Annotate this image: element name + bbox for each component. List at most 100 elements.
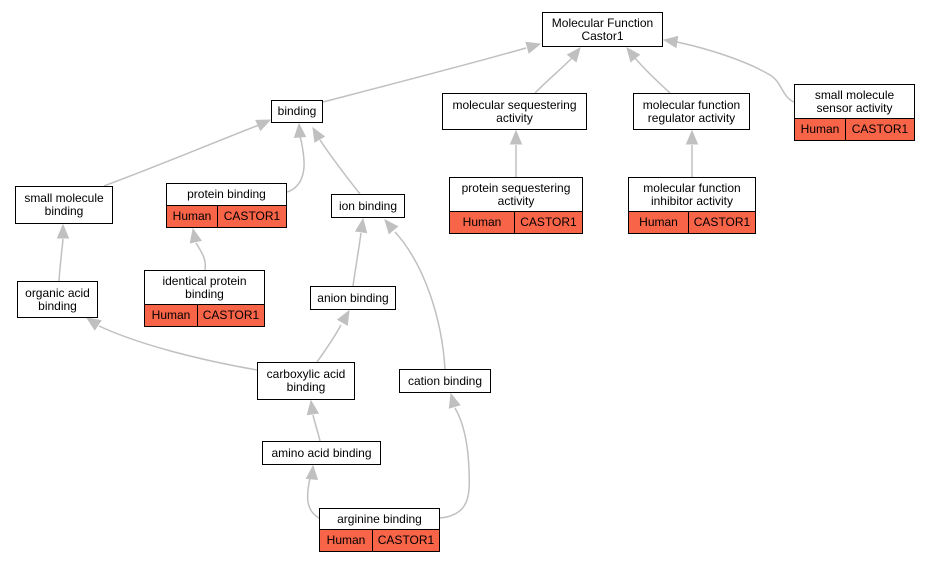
node-label: anion binding bbox=[317, 290, 389, 305]
node-label: identical protein binding bbox=[145, 271, 264, 305]
node-molecular-function-inhibitor-activity[interactable]: molecular function inhibitor activity Hu… bbox=[628, 177, 756, 234]
annotation-row: Human CASTOR1 bbox=[320, 530, 439, 551]
node-small-molecule-binding[interactable]: small molecule binding bbox=[15, 186, 113, 224]
edge-arginine-binding-to-cation-binding bbox=[439, 392, 471, 519]
arrowhead-icon bbox=[384, 219, 399, 235]
edge-cation-binding-to-ion-binding bbox=[384, 219, 446, 370]
edge-organic-acid-binding-to-small-molecule-binding bbox=[56, 223, 70, 282]
arrowhead-icon bbox=[626, 46, 641, 63]
arrowhead-icon bbox=[354, 217, 368, 234]
node-molecular-function[interactable]: Molecular Function Castor1 bbox=[542, 12, 663, 47]
node-label: arginine binding bbox=[320, 509, 439, 530]
edge-line bbox=[316, 324, 342, 363]
edge-carboxylic-acid-binding-to-organic-acid-binding bbox=[85, 317, 258, 371]
arrowhead-icon bbox=[56, 223, 70, 239]
edge-line bbox=[98, 325, 258, 371]
node-amino-acid-binding[interactable]: amino acid binding bbox=[262, 441, 381, 465]
species-cell: Human bbox=[450, 212, 515, 233]
node-molecular-sequestering-activity[interactable]: molecular sequestering activity bbox=[442, 93, 587, 130]
edge-protein-sequestering-activity-to-molecular-sequestering-activity bbox=[509, 129, 523, 177]
edge-amino-acid-binding-to-carboxylic-acid-binding bbox=[306, 399, 321, 442]
edge-arginine-binding-to-amino-acid-binding bbox=[305, 464, 320, 519]
species-cell: Human bbox=[145, 305, 198, 326]
edge-carboxylic-acid-binding-to-anion-binding bbox=[316, 309, 350, 363]
edge-line bbox=[676, 41, 795, 103]
edge-line bbox=[352, 232, 362, 287]
node-binding[interactable]: binding bbox=[271, 100, 323, 123]
edge-protein-binding-to-binding bbox=[286, 122, 307, 193]
node-label: ion binding bbox=[338, 198, 398, 213]
species-cell: Human bbox=[629, 212, 689, 233]
edge-molecular-sequestering-activity-to-molecular-function bbox=[534, 46, 581, 94]
arrowhead-icon bbox=[525, 41, 542, 54]
edge-line bbox=[286, 136, 305, 193]
node-label: molecular function inhibitor activity bbox=[629, 178, 755, 212]
node-label: protein sequestering activity bbox=[450, 178, 582, 212]
arrowhead-icon bbox=[293, 122, 307, 138]
edge-line bbox=[306, 476, 320, 519]
arrowhead-icon bbox=[255, 119, 272, 132]
node-label: molecular function regulator activity bbox=[642, 97, 741, 125]
annotation-row: Human CASTOR1 bbox=[629, 212, 755, 233]
node-identical-protein-binding[interactable]: identical protein binding Human CASTOR1 bbox=[144, 270, 265, 327]
node-protein-binding[interactable]: protein binding Human CASTOR1 bbox=[166, 183, 287, 228]
node-label: small molecule sensor activity bbox=[795, 85, 914, 119]
species-cell: Human bbox=[320, 530, 373, 551]
node-carboxylic-acid-binding[interactable]: carboxylic acid binding bbox=[257, 362, 355, 400]
arrowhead-icon bbox=[189, 227, 202, 244]
node-label: protein binding bbox=[167, 184, 286, 206]
node-organic-acid-binding[interactable]: organic acid binding bbox=[17, 281, 98, 318]
gene-cell: CASTOR1 bbox=[520, 215, 577, 229]
edge-line bbox=[634, 57, 671, 94]
arrowhead-icon bbox=[306, 399, 320, 416]
edge-line bbox=[322, 47, 527, 103]
gene-cell: CASTOR1 bbox=[377, 533, 435, 547]
node-label: carboxylic acid binding bbox=[266, 367, 346, 394]
edge-line bbox=[58, 238, 64, 282]
node-label: small molecule binding bbox=[24, 191, 104, 218]
edge-line bbox=[103, 124, 260, 187]
arrowhead-icon bbox=[336, 309, 350, 326]
edge-ion-binding-to-binding bbox=[312, 126, 361, 195]
edge-line bbox=[312, 414, 321, 442]
arrowhead-icon bbox=[448, 392, 461, 409]
node-label: Molecular Function Castor1 bbox=[551, 15, 654, 43]
annotation-row: Human CASTOR1 bbox=[795, 119, 914, 140]
edge-small-molecule-binding-to-binding bbox=[103, 119, 272, 187]
edge-molecular-function-inhibitor-activity-to-molecular-function-regulator-activity bbox=[685, 129, 699, 177]
edge-anion-binding-to-ion-binding bbox=[352, 217, 368, 287]
gene-cell: CASTOR1 bbox=[223, 209, 281, 223]
node-protein-sequestering-activity[interactable]: protein sequestering activity Human CAST… bbox=[449, 177, 583, 234]
gene-cell: CASTOR1 bbox=[202, 308, 260, 322]
edge-line bbox=[319, 139, 361, 195]
edge-line bbox=[439, 407, 471, 519]
edge-line bbox=[394, 231, 446, 370]
node-cation-binding[interactable]: cation binding bbox=[399, 369, 491, 393]
arrowhead-icon bbox=[305, 464, 319, 480]
node-arginine-binding[interactable]: arginine binding Human CASTOR1 bbox=[319, 508, 440, 552]
node-label: molecular sequestering activity bbox=[452, 97, 577, 125]
arrowhead-icon bbox=[685, 129, 699, 145]
node-molecular-function-regulator-activity[interactable]: molecular function regulator activity bbox=[633, 93, 750, 130]
node-label: amino acid binding bbox=[271, 445, 372, 460]
node-label: organic acid binding bbox=[25, 285, 90, 313]
annotation-row: Human CASTOR1 bbox=[167, 206, 286, 227]
species-cell: Human bbox=[167, 206, 218, 227]
edge-small-molecule-sensor-activity-to-molecular-function bbox=[662, 35, 795, 103]
node-label: cation binding bbox=[407, 373, 483, 388]
edge-line bbox=[195, 242, 207, 271]
node-ion-binding[interactable]: ion binding bbox=[331, 194, 405, 218]
edge-line bbox=[534, 57, 573, 94]
species-cell: Human bbox=[795, 119, 846, 140]
arrowhead-icon bbox=[509, 129, 523, 145]
annotation-row: Human CASTOR1 bbox=[450, 212, 582, 233]
node-small-molecule-sensor-activity[interactable]: small molecule sensor activity Human CAS… bbox=[794, 84, 915, 141]
node-anion-binding[interactable]: anion binding bbox=[310, 286, 396, 310]
edge-identical-protein-binding-to-protein-binding bbox=[189, 227, 207, 271]
gene-cell: CASTOR1 bbox=[851, 122, 909, 136]
gene-cell: CASTOR1 bbox=[693, 215, 751, 229]
edge-molecular-function-regulator-activity-to-molecular-function bbox=[626, 46, 671, 94]
arrowhead-icon bbox=[662, 35, 679, 49]
